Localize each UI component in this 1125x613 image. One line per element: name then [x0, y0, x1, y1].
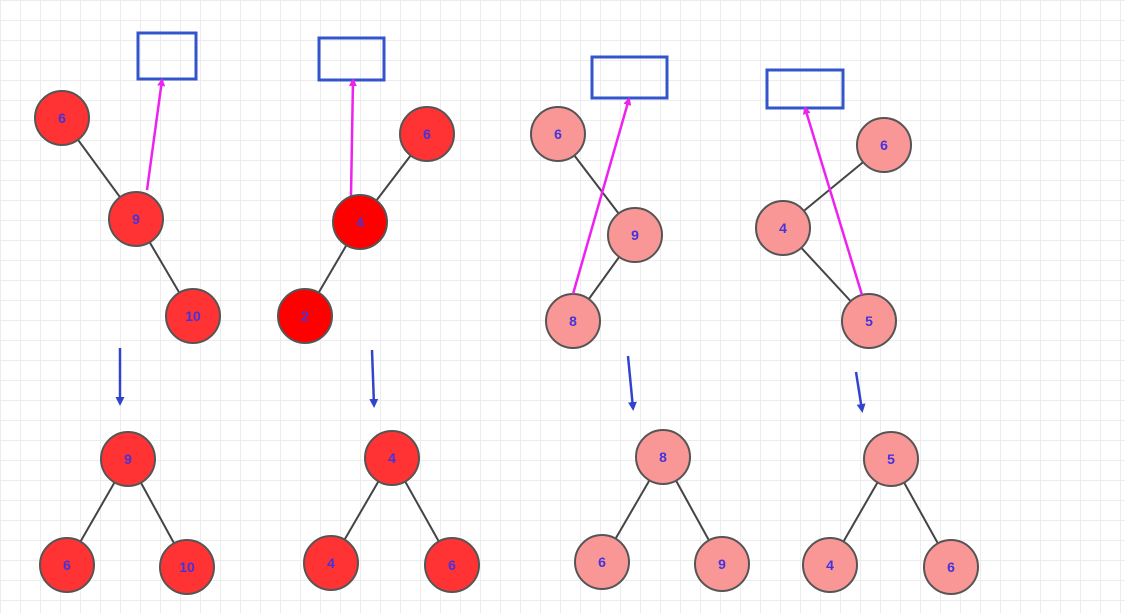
node-value: 6 [598, 554, 606, 570]
node-value: 4 [327, 555, 335, 571]
node-value: 6 [423, 126, 431, 142]
down-arrow [854, 371, 866, 413]
rotation-group-4: 6 4 5 5 4 6 [755, 68, 979, 595]
down-arrow [369, 349, 379, 408]
tree-node: 6 [399, 106, 455, 162]
tree-node: 4 [303, 535, 359, 591]
pointer-arrow [802, 106, 864, 296]
down-arrow [626, 355, 637, 411]
tree-node: 4 [332, 194, 388, 250]
pointer-arrow [571, 97, 632, 295]
node-value: 6 [880, 137, 888, 153]
tree-node: 10 [165, 288, 221, 344]
node-value: 8 [569, 313, 577, 329]
node-value: 6 [554, 126, 562, 142]
node-value: 8 [659, 449, 667, 465]
target-box [590, 55, 669, 100]
tree-node: 6 [530, 106, 586, 162]
tree-node: 9 [100, 431, 156, 487]
tree-node: 8 [545, 293, 601, 349]
pointer-arrow [145, 78, 166, 191]
rotation-group-1: 6 9 10 9 6 10 [34, 31, 221, 595]
node-value: 9 [631, 227, 639, 243]
node-value: 10 [185, 308, 201, 324]
tree-node: 9 [108, 191, 164, 247]
tree-node: 6 [424, 537, 480, 593]
tree-node: 5 [863, 431, 919, 487]
node-value: 10 [179, 559, 195, 575]
tree-node: 4 [755, 200, 811, 256]
tree-node: 4 [802, 537, 858, 593]
tree-node: 6 [34, 90, 90, 146]
node-value: 6 [947, 559, 955, 575]
node-value: 9 [124, 451, 132, 467]
node-value: 9 [718, 556, 726, 572]
tree-node: 8 [635, 429, 691, 485]
rotation-group-2: 6 4 2 4 4 6 [277, 36, 480, 593]
pointer-arrow [348, 78, 357, 197]
node-value: 4 [388, 450, 396, 466]
node-value: 2 [301, 308, 309, 324]
target-box [317, 36, 386, 82]
tree-node: 9 [607, 207, 663, 263]
tree-node: 4 [364, 430, 420, 486]
node-value: 4 [826, 557, 834, 573]
tree-node: 5 [841, 293, 897, 349]
node-value: 6 [63, 557, 71, 573]
node-value: 5 [887, 451, 895, 467]
node-value: 6 [58, 110, 66, 126]
node-value: 6 [448, 557, 456, 573]
tree-node: 10 [159, 539, 215, 595]
tree-node: 6 [39, 537, 95, 593]
target-box [765, 68, 845, 110]
node-value: 4 [779, 220, 787, 236]
tree-node: 6 [574, 534, 630, 590]
tree-node: 6 [856, 117, 912, 173]
tree-node: 9 [694, 536, 750, 592]
node-value: 5 [865, 313, 873, 329]
target-box [136, 31, 198, 81]
node-value: 9 [132, 211, 140, 227]
node-value: 4 [356, 214, 364, 230]
rotation-group-3: 6 9 8 8 6 9 [530, 55, 750, 592]
tree-node: 2 [277, 288, 333, 344]
tree-node: 6 [923, 539, 979, 595]
